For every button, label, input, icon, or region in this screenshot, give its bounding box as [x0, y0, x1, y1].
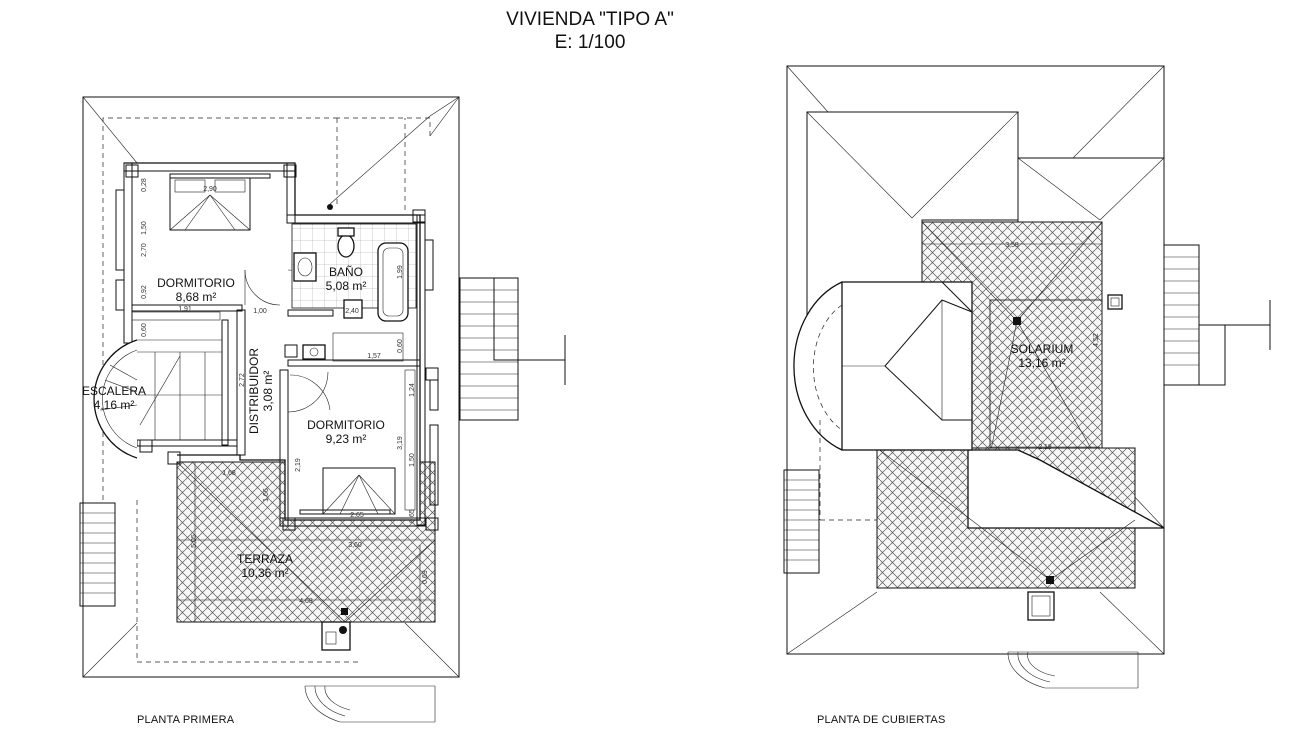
title-text: VIVIENDA "TIPO A" [506, 9, 674, 30]
room-area-dormitorio-2: 9,23 m² [326, 432, 367, 446]
room-name-distribuidor: DISTRIBUIDOR [247, 348, 261, 434]
sheet-label-planta-cubiertas: PLANTA DE CUBIERTAS [817, 714, 946, 726]
bathtub [377, 242, 409, 322]
dim-label: 3,58 [1005, 242, 1019, 249]
room-name-dormitorio-2: DORMITORIO [307, 418, 385, 432]
room-area-bano: 5,08 m² [326, 279, 367, 293]
dim-label: 1,24 [409, 383, 416, 397]
room-area-dormitorio-1: 8,68 m² [176, 290, 217, 304]
room-area-solarium: 13,16 m² [1018, 356, 1065, 370]
room-area-terraza: 10,36 m² [241, 566, 288, 580]
planta-primera [79, 96, 566, 723]
dim-label: 2,40 [345, 308, 359, 315]
dim-label: 0,65 [409, 509, 416, 523]
drawing-title: VIVIENDA "TIPO A" E: 1/100 [440, 8, 740, 54]
bed-1 [169, 177, 251, 231]
sheet-label-planta-primera: PLANTA PRIMERA [137, 714, 235, 726]
dim-label: 1,99 [397, 265, 404, 279]
planta-primera-labels: DORMITORIO 8,68 m² BAÑO 5,08 m² ESCALERA… [82, 265, 385, 580]
dim-label: 1,57 [367, 353, 381, 360]
dim-label: 0,60 [397, 339, 404, 353]
dim-label: 0,69 [422, 570, 429, 584]
bed-2 [322, 467, 396, 515]
dim-label: 1,68 [222, 470, 236, 477]
room-name-dormitorio-1: DORMITORIO [157, 276, 235, 290]
dim-label: 5,05 [191, 534, 198, 548]
dim-label: 1,91 [178, 306, 192, 313]
dim-label: 0,60 [141, 323, 148, 337]
stair-curve [93, 339, 138, 459]
dim-label: 2,70 [141, 243, 148, 257]
dim-label: 3,19 [397, 436, 404, 450]
dim-label: 2,19 [295, 458, 302, 472]
planta-cubiertas [783, 65, 1271, 689]
room-name-bano: BAÑO [329, 265, 363, 279]
dim-label: 3,60 [348, 542, 362, 549]
dim-label: 1,00 [253, 308, 267, 315]
dim-label: 2,65 [350, 512, 364, 519]
dim-label: 2,72 [239, 373, 246, 387]
dim-label: 1,50 [141, 221, 148, 235]
dim-label: 2,90 [203, 186, 217, 193]
eave-outline [82, 96, 460, 678]
dim-label: 2,18 [1038, 444, 1052, 451]
dim-label: 4,68 [299, 598, 313, 605]
planta-primera-dimensions: 2,90 0,28 1,50 2,70 0,92 1,91 1,00 0,60 … [141, 178, 429, 605]
bidet [343, 299, 363, 319]
washbasin [293, 252, 317, 282]
scale-text: E: 1/100 [554, 32, 626, 53]
room-name-terraza: TERRAZA [237, 552, 293, 566]
dim-label: 1,50 [409, 453, 416, 467]
room-area-distribuidor: 3,08 m² [261, 371, 275, 412]
toilet [337, 234, 355, 258]
dim-label: 1,66 [263, 488, 270, 502]
room-name-solarium: SOLARIUM [1011, 342, 1074, 356]
dim-label: 0,92 [141, 285, 148, 299]
room-area-escalera: 4,16 m² [94, 398, 135, 412]
dim-label: 0,28 [141, 178, 148, 192]
dim-label: 4,52 [1093, 333, 1100, 347]
room-name-escalera: ESCALERA [82, 384, 146, 398]
planta-cubiertas-labels: SOLARIUM 13,16 m² 3,58 4,52 2,18 [1005, 242, 1100, 451]
